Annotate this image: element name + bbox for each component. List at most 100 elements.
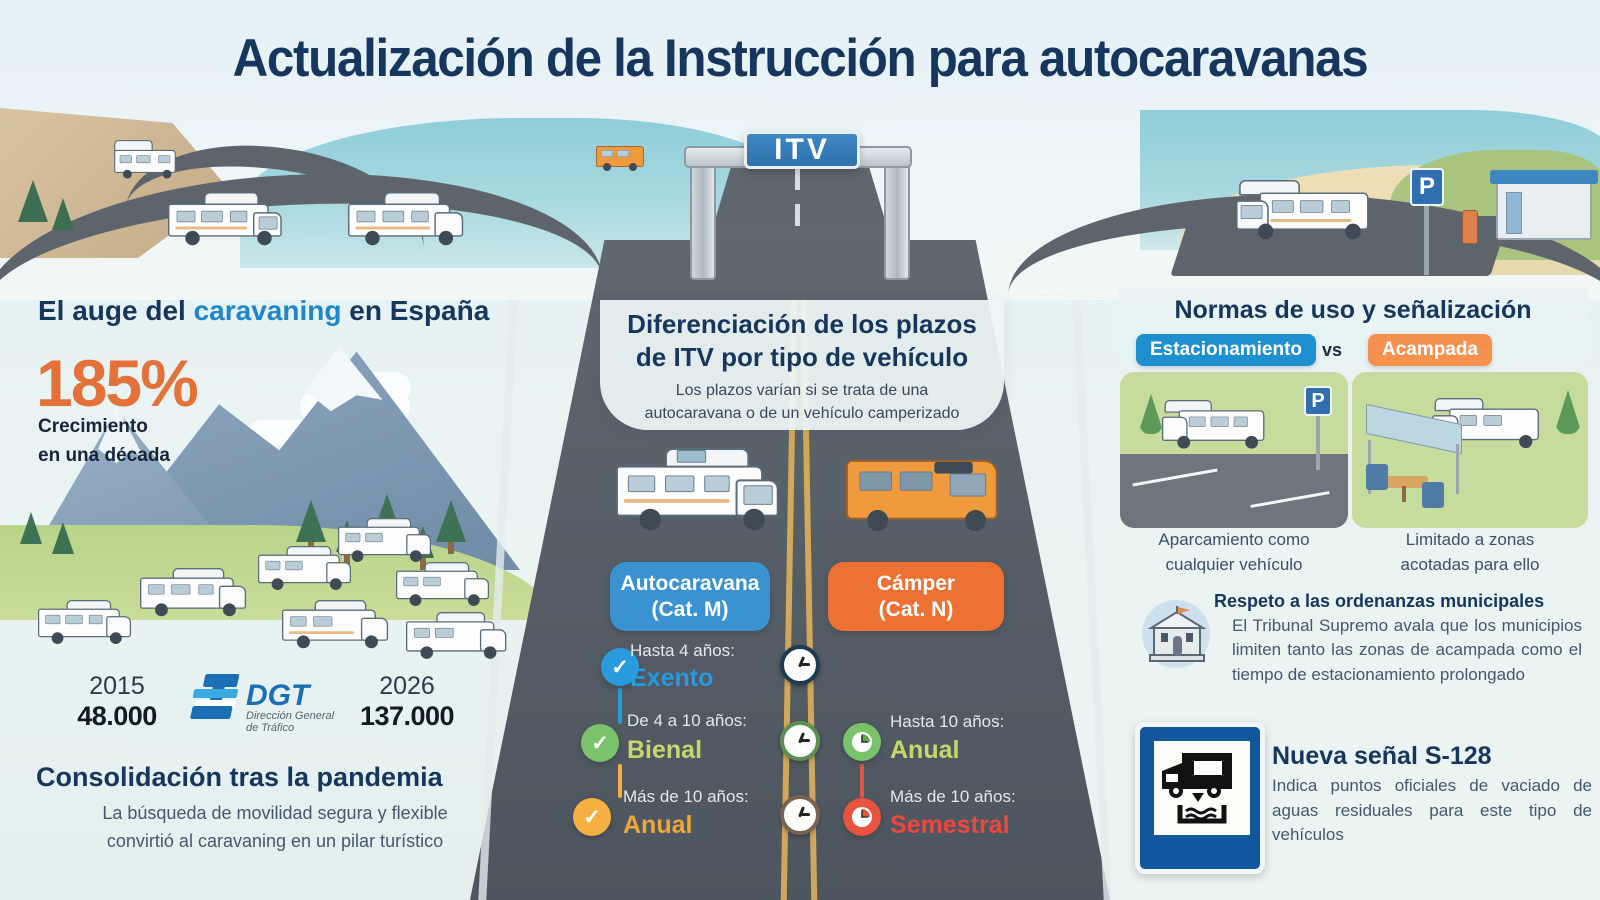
tree-icon — [52, 522, 74, 554]
stat-value: 137.000 — [359, 701, 455, 731]
tree-icon — [1554, 390, 1582, 434]
timeline-label: De 4 a 10 años: — [627, 711, 748, 730]
left-heading: El auge del caravaning en España — [38, 295, 538, 327]
right-title: Normas de uso y señalización — [1174, 296, 1532, 324]
parking-scene-card: P — [1120, 372, 1348, 528]
s128-title: Nueva señal S-128 — [1272, 742, 1492, 770]
dgt-logo-svg: DGT Dirección General de Tráfico — [190, 674, 335, 734]
caption-parking: Aparcamiento como cualquier vehículo — [1120, 528, 1348, 577]
ground-plain — [0, 620, 560, 900]
lane-dash — [795, 204, 800, 226]
s128-sign-inner — [1154, 741, 1250, 835]
sign-pole — [1424, 205, 1429, 275]
stat-2026: 2026 137.000 — [332, 672, 482, 732]
s128-sign — [1135, 722, 1265, 874]
stat-value: 48.000 — [77, 701, 157, 731]
badge-autocaravana-line1: Autocaravana — [620, 572, 760, 595]
bottom-heading: Consolidación tras la pandemia — [36, 762, 443, 792]
timeline-dot-clock — [843, 723, 881, 761]
growth-percentage: 185% — [36, 346, 199, 420]
timeline-connector — [618, 764, 622, 798]
tree-icon — [18, 180, 48, 222]
stat-year: 2026 — [379, 672, 435, 700]
awning-pole — [1456, 444, 1459, 494]
parking-sign-icon: P — [1304, 386, 1332, 416]
badge-acampada: Acampada — [1368, 334, 1493, 366]
badge-camper-line1: Cámper — [876, 572, 956, 595]
tree-icon — [296, 500, 326, 542]
caption-parking-line1: Aparcamiento como — [1158, 530, 1310, 549]
growth-caption-line1: Crecimiento — [38, 416, 148, 437]
table-leg — [1402, 486, 1406, 502]
motorhome-dump-icon — [1162, 753, 1232, 824]
clock-icon — [780, 795, 820, 835]
timeline-dot-clock — [843, 798, 881, 836]
timeline-value: Anual — [890, 736, 960, 764]
tree-trunk — [420, 558, 426, 570]
caption-camping-line2: acotadas para ello — [1400, 554, 1540, 574]
lane-dash — [795, 168, 800, 190]
caption-parking-line2: cualquier vehículo — [1165, 554, 1303, 574]
page-title: Actualización de la Instrucción para aut… — [232, 29, 1369, 88]
tree-icon — [52, 198, 74, 230]
clock-icon — [852, 732, 872, 752]
asphalt — [1120, 454, 1348, 528]
timeline-dot-check: ✓ — [573, 798, 611, 836]
camping-table — [1386, 476, 1428, 488]
dgt-logo: DGT Dirección General de Tráfico — [188, 672, 338, 742]
sign-pole — [1316, 412, 1320, 470]
bottom-subtext: La búsqueda de movilidad segura y flexib… — [40, 800, 510, 856]
gantry-leg-right — [884, 150, 910, 280]
camping-chair — [1366, 464, 1388, 490]
center-title-line2: de ITV por tipo de vehículo — [635, 342, 969, 373]
stat-year: 2015 — [89, 672, 145, 700]
bottom-subtext-line2: convirtió al caravaning en un pilar turí… — [106, 830, 444, 851]
svg-text:DGT: DGT — [246, 679, 312, 712]
timeline-connector — [618, 688, 622, 724]
waste-dump-unit — [1462, 210, 1478, 244]
badge-estacionamiento: Estacionamiento — [1136, 334, 1317, 366]
badge-autocaravana-line2: (Cat. M) — [651, 597, 729, 621]
timeline-value: Exento — [630, 664, 714, 692]
timeline-dot-check: ✓ — [581, 724, 619, 762]
grass-bg — [1352, 372, 1588, 528]
growth-caption-line2: en una década — [38, 445, 170, 467]
camping-chair — [1422, 482, 1444, 508]
badge-camper-line2: (Cat. N) — [878, 597, 954, 621]
tree-icon — [1138, 394, 1164, 434]
left-heading-part2: en España — [341, 295, 490, 326]
timeline-label: Más de 10 años: — [890, 787, 1016, 806]
ordinances-title: Respeto a las ordenanzas municipales — [1214, 591, 1545, 611]
gantry-leg-left — [690, 150, 716, 280]
town-hall-icon — [1147, 606, 1207, 662]
badge-autocaravana: Autocaravana (Cat. M) — [610, 562, 770, 632]
timeline-value: Bienal — [627, 736, 703, 764]
tree-trunk — [344, 552, 350, 564]
center-subtitle: Los plazos varían si se trata de una aut… — [610, 380, 994, 425]
tree-icon — [436, 500, 466, 542]
left-heading-accent: caravaning — [193, 295, 342, 326]
timeline-label: Hasta 4 años: — [630, 641, 735, 660]
left-heading-part1: El auge del — [38, 295, 194, 326]
timeline-label: Más de 10 años: — [623, 787, 749, 806]
timeline-label: Hasta 10 años: — [890, 712, 1005, 731]
service-door — [1506, 192, 1522, 234]
vs-label: vs — [1322, 340, 1343, 360]
caption-camping: Limitado a zonas acotadas para ello — [1352, 528, 1588, 577]
clock-icon — [780, 645, 820, 685]
svg-text:Dirección General: Dirección General — [246, 710, 335, 722]
timeline-value: Semestral — [890, 811, 1010, 839]
stat-2015: 2015 48.000 — [52, 672, 182, 732]
timeline-dot-check: ✓ — [601, 648, 639, 686]
tree-trunk — [448, 542, 454, 554]
caption-camping-line1: Limitado a zonas — [1405, 530, 1535, 549]
s128-body: Indica puntos oficiales de vaciado de ag… — [1272, 776, 1592, 845]
center-title-line1: Diferenciación de los plazos — [627, 309, 977, 339]
center-subtitle-line2: autocaravana o de un vehículo camperizad… — [644, 404, 960, 422]
tree-icon — [20, 512, 42, 544]
service-building-roof — [1490, 170, 1598, 184]
center-subtitle-line1: Los plazos varían si se trata de una — [675, 382, 929, 399]
svg-text:de Tráfico: de Tráfico — [246, 722, 294, 734]
ordinances-body: El Tribunal Supremo avala que los munici… — [1232, 616, 1582, 684]
